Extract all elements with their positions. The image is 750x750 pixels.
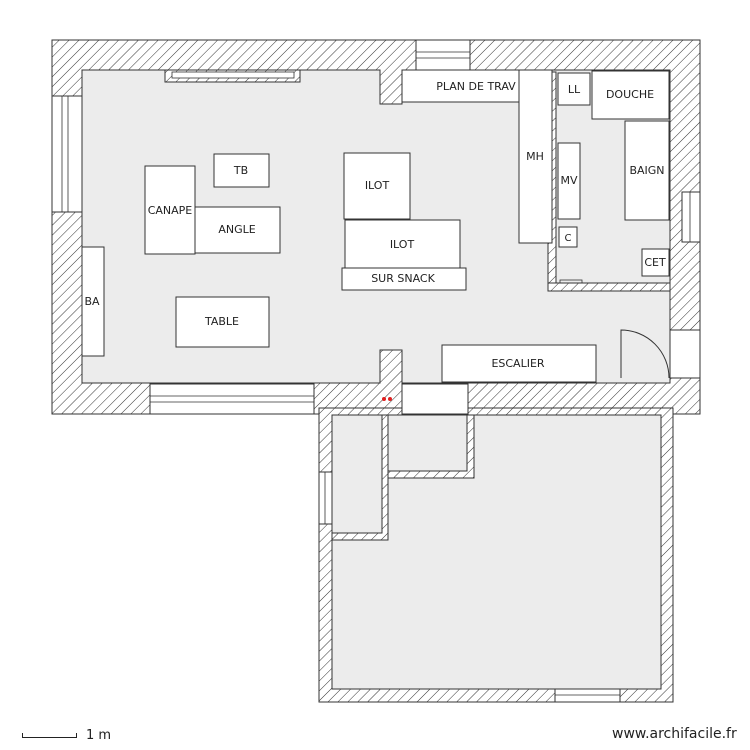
ll-box <box>557 72 591 106</box>
ilot-bottom-box <box>344 219 461 271</box>
window-right <box>681 191 701 243</box>
c-box <box>558 226 578 248</box>
ll-label: LL <box>568 83 581 96</box>
baign-label: BAIGN <box>629 164 664 177</box>
window-left <box>51 95 83 213</box>
angle-label: ANGLE <box>218 223 255 236</box>
table-label: TABLE <box>204 315 239 328</box>
window-lower-bottom <box>554 688 621 703</box>
douche-box <box>591 70 670 120</box>
tb-box <box>213 153 270 188</box>
escalier-label: ESCALIER <box>491 357 544 370</box>
canape-label: CANAPE <box>148 204 193 217</box>
mv-box <box>557 142 581 220</box>
ilot-bottom-label: ILOT <box>390 238 415 251</box>
scale-label: 1 m <box>86 728 112 743</box>
ilot-top-box <box>343 152 411 220</box>
escalier-box <box>441 344 597 383</box>
red-marker <box>382 397 392 401</box>
cet-box <box>641 248 670 277</box>
mv-label: MV <box>560 174 577 187</box>
angle-box <box>193 206 281 254</box>
sur-snack-box <box>341 267 467 291</box>
window-top-left <box>164 69 301 83</box>
mh-box <box>518 69 553 244</box>
ilot-top-label: ILOT <box>365 179 390 192</box>
tb-label: TB <box>233 164 248 177</box>
ba-box <box>81 246 105 357</box>
window-bottom <box>149 383 315 415</box>
scale-bar <box>22 733 77 738</box>
cet-label: CET <box>644 256 666 269</box>
ba-label: BA <box>84 295 100 308</box>
furniture: PLAN DE TRAV MH LL DOUCHE BAIGN MV C CET… <box>81 69 670 383</box>
openings <box>401 329 701 415</box>
table-box <box>175 296 270 348</box>
plan-de-travail-label: PLAN DE TRAV <box>436 80 516 93</box>
douche-label: DOUCHE <box>606 88 654 101</box>
canape-box <box>144 165 196 255</box>
mh-label: MH <box>526 150 544 163</box>
sur-snack-label: SUR SNACK <box>371 272 435 285</box>
baign-box <box>624 120 670 221</box>
window-lower-left <box>318 471 333 525</box>
plan-de-travail-box <box>401 69 521 103</box>
window-top-right <box>415 39 471 71</box>
lower-walls <box>318 407 674 703</box>
brand-watermark: www.archifacile.fr <box>612 726 737 742</box>
c-label: C <box>565 233 572 244</box>
